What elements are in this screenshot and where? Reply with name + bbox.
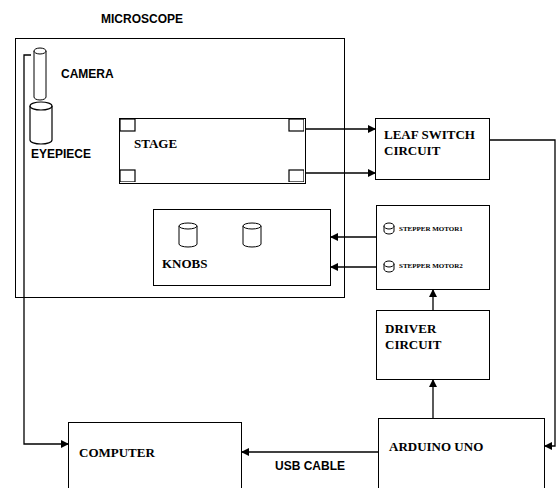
connector-arrow — [490, 140, 555, 446]
node-label: MICROSCOPE — [101, 12, 183, 26]
knob-symbol — [178, 222, 198, 248]
connector-arrow — [331, 236, 376, 237]
node-label: KNOBS — [162, 256, 208, 272]
stepper-motor-symbol — [383, 260, 395, 273]
knob-symbol — [242, 222, 262, 248]
connector-arrow — [306, 172, 375, 173]
stepper-motor-box: STEPPER MOTOR1STEPPER MOTOR2 — [376, 205, 490, 290]
node-label: CAMERA — [61, 67, 114, 81]
arduino-box: ARDUINO UNO — [378, 418, 545, 488]
edge-label: USB CABLE — [275, 459, 345, 473]
connector-arrow — [306, 128, 375, 129]
knobs-box: KNOBS — [153, 209, 331, 286]
connector-arrow — [24, 55, 68, 444]
stepper-motor-symbol — [383, 222, 395, 235]
driver-box: DRIVER CIRCUIT — [376, 310, 490, 380]
node-label: LEAF SWITCH CIRCUIT — [384, 127, 484, 158]
microscope-housing: MICROSCOPECAMERASTAGEKNOBS — [15, 38, 345, 298]
camera: CAMERA — [31, 47, 121, 99]
node-label: COMPUTER — [79, 445, 241, 461]
eyepiece-body — [30, 106, 52, 144]
connector-arrow — [432, 290, 433, 310]
node-label: ARDUINO UNO — [389, 439, 544, 455]
node-label: STEPPER MOTOR2 — [399, 262, 463, 270]
part-label: EYEPIECE — [31, 147, 91, 161]
computer-box: COMPUTER — [68, 422, 242, 488]
leaf-switch-box: LEAF SWITCH CIRCUIT — [375, 118, 490, 180]
node-label: DRIVER CIRCUIT — [385, 321, 447, 352]
node-label: STEPPER MOTOR1 — [399, 225, 463, 233]
connector-arrow — [331, 266, 376, 267]
connector-arrow — [432, 380, 433, 418]
node-label: STAGE — [134, 136, 177, 152]
stage-box: STAGE — [119, 118, 306, 184]
camera-symbol — [33, 47, 47, 101]
eyepiece-top — [30, 102, 52, 110]
connector-arrow — [242, 451, 378, 452]
